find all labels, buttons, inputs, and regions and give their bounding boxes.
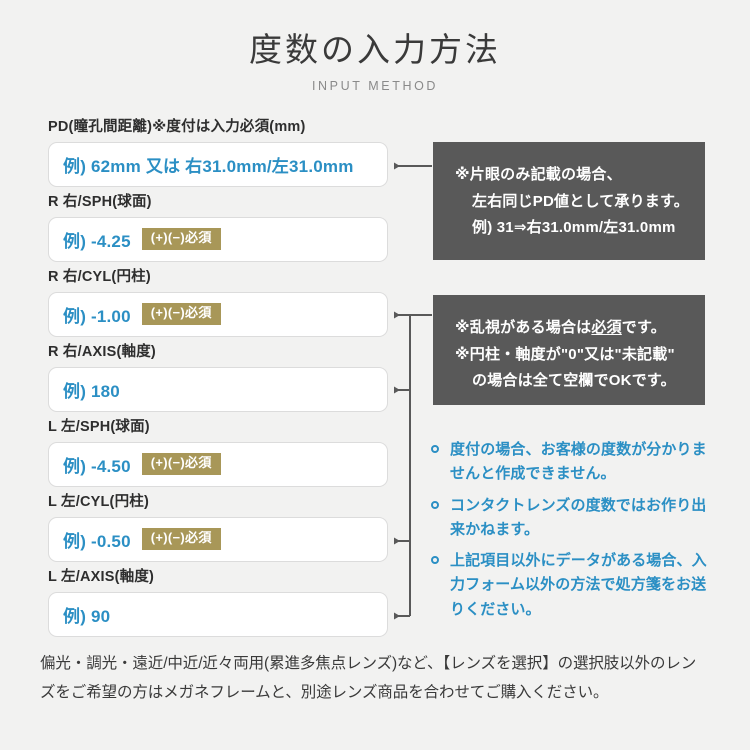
l-axis-placeholder: 例) 90: [63, 606, 111, 626]
field-group-r-cyl: R 右/CYL(円柱) 例) -1.00 (+)(−)必須: [48, 270, 388, 345]
note-cyl-line1-b: です。: [621, 319, 666, 336]
field-group-l-sph: L 左/SPH(球面) 例) -4.50 (+)(−)必須: [48, 420, 388, 495]
r-sph-input[interactable]: 例) -4.25 (+)(−)必須: [48, 216, 388, 262]
r-axis-input[interactable]: 例) 180: [48, 366, 388, 412]
note-cyl-line1: ※乱視がある場合は必須です。: [455, 315, 683, 342]
notice-bullet-list: 度付の場合、お客様の度数が分かりませんと作成できません。 コンタクトレンズの度数…: [430, 438, 720, 629]
field-group-l-axis: L 左/AXIS(軸度) 例) 90: [48, 570, 388, 645]
l-sph-input[interactable]: 例) -4.50 (+)(−)必須: [48, 441, 388, 487]
prescription-form: PD(瞳孔間距離)※度付は入力必須(mm) 例) 62mm 又は 右31.0mm…: [48, 120, 388, 645]
page-header: 度数の入力方法 INPUT METHOD: [0, 30, 750, 93]
pd-placeholder: 例) 62mm 又は 右31.0mm/左31.0mm: [63, 156, 354, 176]
r-sph-required-badge: (+)(−)必須: [141, 228, 221, 250]
r-cyl-required-badge: (+)(−)必須: [141, 303, 221, 325]
l-axis-input[interactable]: 例) 90: [48, 591, 388, 637]
list-item: 上記項目以外にデータがある場合、入力フォーム以外の方法で処方箋をお送りください。: [430, 549, 720, 622]
field-label-r-cyl: R 右/CYL(円柱): [48, 269, 151, 285]
l-cyl-placeholder: 例) -0.50: [63, 531, 131, 551]
list-item-text: 度付の場合、お客様の度数が分かりませんと作成できません。: [450, 441, 707, 483]
pd-input[interactable]: 例) 62mm 又は 右31.0mm/左31.0mm: [48, 141, 388, 187]
note-pd-line1: ※片眼のみ記載の場合、: [455, 166, 622, 183]
note-pd-line3: 例) 31⇒右31.0mm/左31.0mm: [472, 219, 676, 237]
footer-line-1: 偏光・調光・遠近/中近/近々両用(累進多焦点レンズ)など、【レンズを選択】の選択…: [40, 655, 697, 672]
note-cyl-line1-a: ※乱視がある場合は: [455, 319, 592, 336]
page-subtitle: INPUT METHOD: [311, 78, 439, 93]
note-cyl-line1-underline: 必須: [591, 319, 622, 336]
list-item-text: コンタクトレンズの度数ではお作り出来かねます。: [450, 496, 707, 538]
list-item: 度付の場合、お客様の度数が分かりませんと作成できません。: [430, 438, 720, 487]
l-cyl-required-badge: (+)(−)必須: [141, 528, 221, 550]
l-cyl-input[interactable]: 例) -0.50 (+)(−)必須: [48, 516, 388, 562]
field-label-l-sph: L 左/SPH(球面): [48, 419, 150, 435]
circle-bullet-icon: [431, 500, 439, 509]
field-group-r-axis: R 右/AXIS(軸度) 例) 180: [48, 345, 388, 420]
list-item: コンタクトレンズの度数ではお作り出来かねます。: [430, 494, 720, 543]
page-title: 度数の入力方法: [249, 31, 501, 68]
field-label-r-sph: R 右/SPH(球面): [48, 194, 152, 210]
r-cyl-placeholder: 例) -1.00: [63, 306, 131, 326]
field-label-l-cyl: L 左/CYL(円柱): [48, 494, 150, 510]
r-sph-placeholder: 例) -4.25: [63, 231, 131, 251]
r-cyl-input[interactable]: 例) -1.00 (+)(−)必須: [48, 291, 388, 337]
note-cyl-line3: の場合は全て空欄でOKです。: [472, 372, 676, 390]
field-label-r-axis: R 右/AXIS(軸度): [48, 344, 156, 360]
l-sph-placeholder: 例) -4.50: [63, 456, 131, 476]
circle-bullet-icon: [431, 556, 439, 565]
list-item-text: 上記項目以外にデータがある場合、入力フォーム以外の方法で処方箋をお送りください。: [450, 552, 707, 618]
field-group-pd: PD(瞳孔間距離)※度付は入力必須(mm) 例) 62mm 又は 右31.0mm…: [48, 120, 388, 195]
note-pd-line2: 左右同じPD値として承ります。: [472, 192, 689, 210]
field-label-pd: PD(瞳孔間距離)※度付は入力必須(mm): [48, 119, 306, 135]
footer-note: 偏光・調光・遠近/中近/近々両用(累進多焦点レンズ)など、【レンズを選択】の選択…: [40, 650, 716, 707]
r-axis-placeholder: 例) 180: [63, 381, 120, 401]
note-box-cyl: ※乱視がある場合は必須です。 ※円柱・軸度が"0"又は"未記載" の場合は全て空…: [433, 295, 705, 405]
field-label-l-axis: L 左/AXIS(軸度): [48, 569, 155, 585]
circle-bullet-icon: [431, 445, 439, 453]
field-group-l-cyl: L 左/CYL(円柱) 例) -0.50 (+)(−)必須: [48, 495, 388, 570]
note-box-pd: ※片眼のみ記載の場合、 左右同じPD値として承ります。 例) 31⇒右31.0m…: [433, 142, 705, 260]
field-group-r-sph: R 右/SPH(球面) 例) -4.25 (+)(−)必須: [48, 195, 388, 270]
l-sph-required-badge: (+)(−)必須: [141, 453, 221, 475]
footer-line-2: ズをご希望の方はメガネフレームと、別途レンズ商品を合わせてご購入ください。: [40, 683, 609, 701]
note-cyl-line2: ※円柱・軸度が"0"又は"未記載": [455, 345, 675, 363]
